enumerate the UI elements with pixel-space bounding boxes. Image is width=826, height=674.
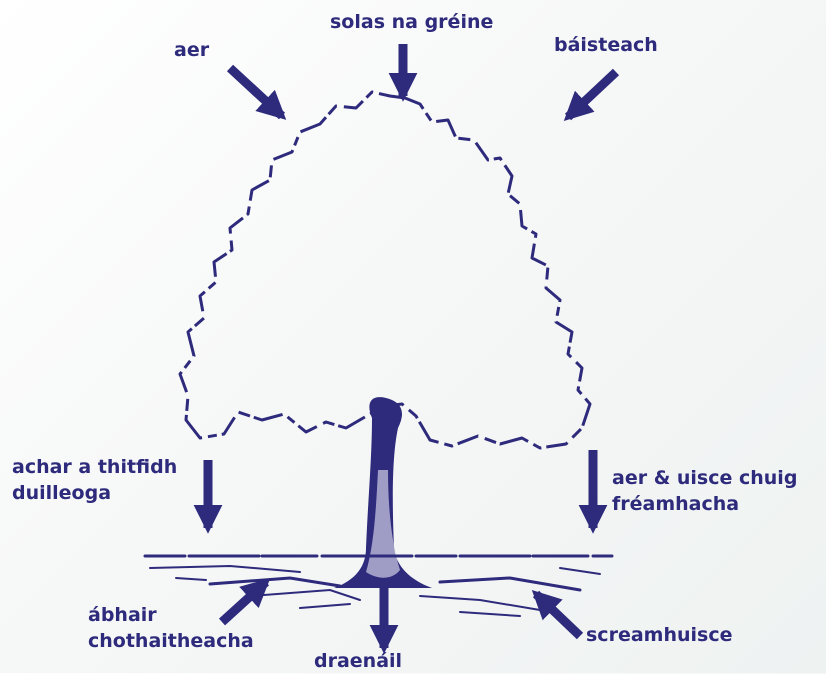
label-air-water-roots: aer & uisce chuig fréamhacha [612, 465, 797, 517]
label-sunlight: solas na gréine [330, 9, 493, 35]
label-leaf-drop: achar a thitfidh duilleoga [12, 454, 177, 506]
aer-arrow [230, 68, 282, 116]
label-groundwater: screamhuisce [586, 622, 732, 648]
label-rain: báisteach [554, 32, 658, 58]
label-nutrients: ábhair chothaitheacha [88, 602, 254, 654]
label-aer: aer [174, 37, 209, 63]
tree-crown-outline [180, 92, 590, 448]
groundwater-arrow [536, 594, 580, 636]
label-drainage: draenáil [314, 648, 402, 674]
rain-arrow [568, 72, 616, 117]
